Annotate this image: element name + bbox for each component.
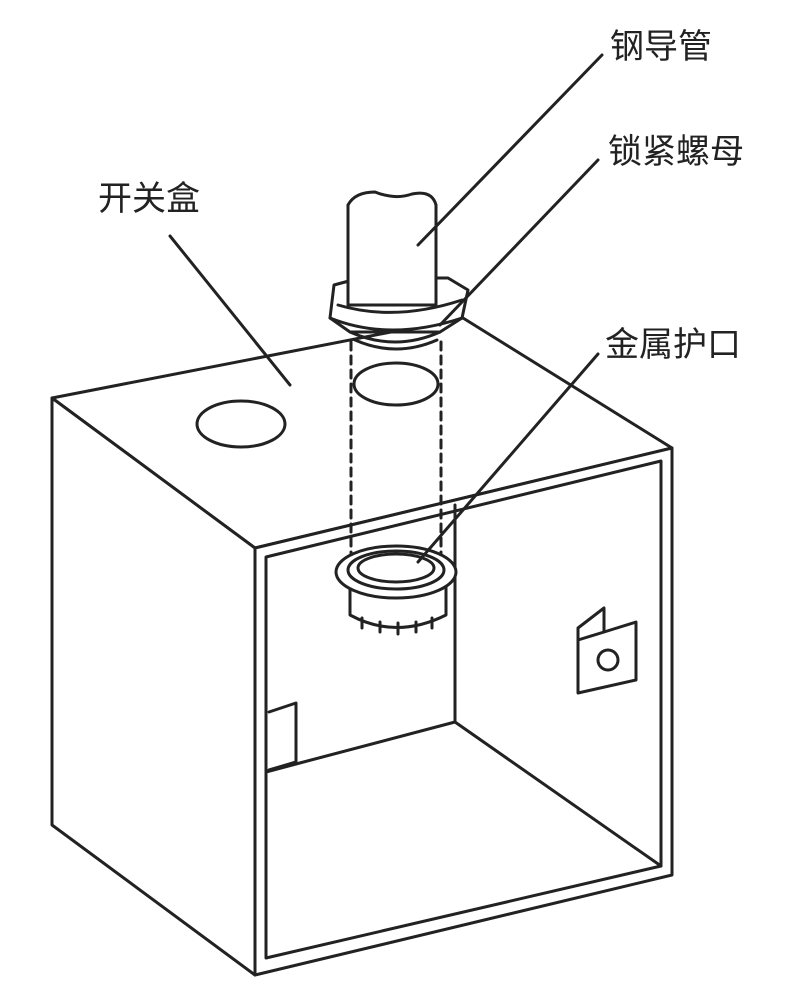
knockout-hole — [195, 399, 287, 449]
mounting-tab — [576, 606, 638, 695]
leader-lock-nut — [438, 158, 600, 327]
label-steel-conduit: 钢导管 — [610, 27, 712, 67]
leader-switch-box — [168, 234, 292, 387]
left-wall-bracket — [267, 701, 298, 772]
leader-metal-bushing — [416, 352, 600, 564]
steel-conduit — [346, 190, 438, 307]
interior-floor-right-edge — [453, 720, 663, 868]
conduit-hole — [352, 361, 440, 407]
projection-dashed-lines — [349, 340, 443, 562]
label-lock-nut: 锁紧螺母 — [608, 132, 744, 172]
label-metal-bushing: 金属护口 — [605, 325, 741, 365]
leader-steel-conduit — [416, 53, 604, 247]
label-switch-box: 开关盒 — [98, 179, 200, 219]
interior-floor-back-edge — [294, 720, 457, 766]
